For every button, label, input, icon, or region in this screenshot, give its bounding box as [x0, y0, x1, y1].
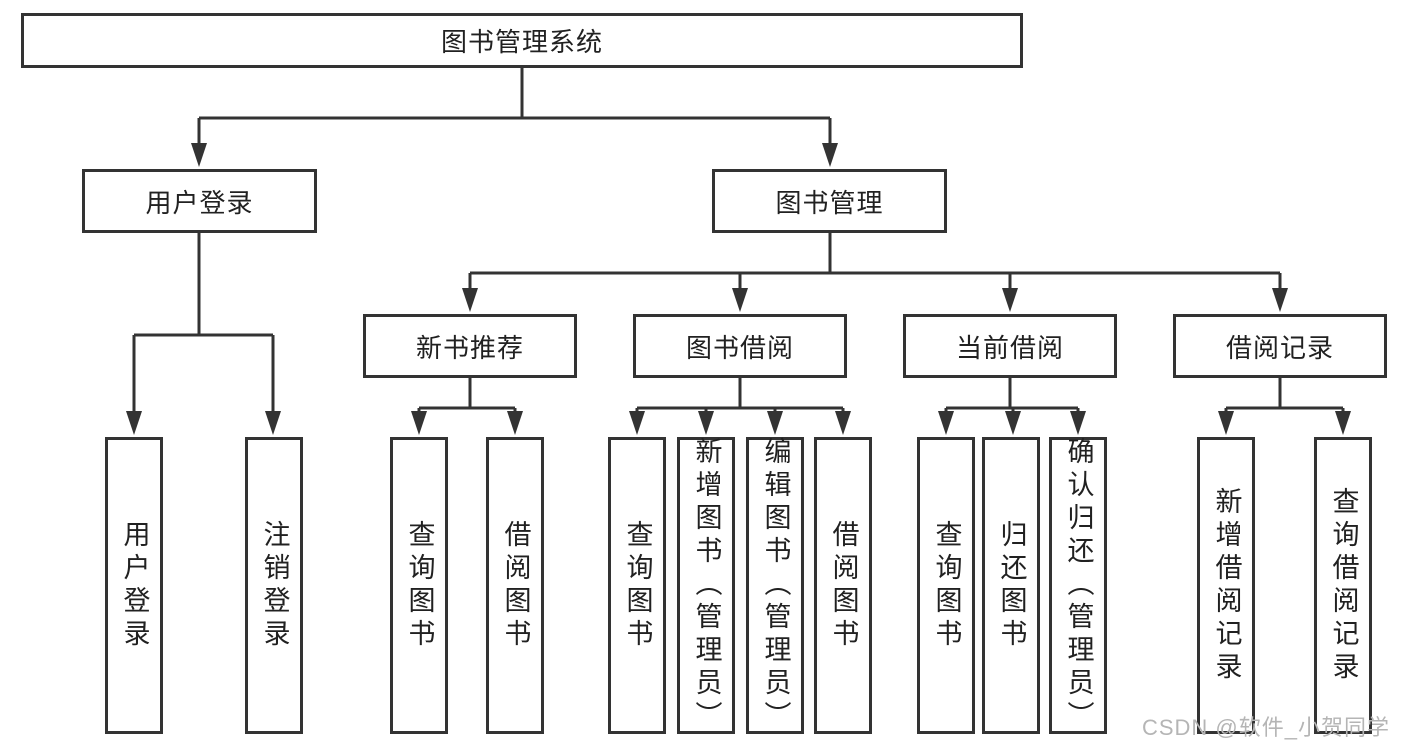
node-root-label: 图书管理系统	[440, 27, 603, 57]
leaf-user-login: 用户登录	[105, 437, 163, 734]
node-borrow-record: 借阅记录	[1173, 314, 1387, 378]
connector-user-login-subtree	[132, 233, 275, 413]
leaf-add-borrow-record-label: 新增借阅记录	[1211, 486, 1242, 685]
leaf-return-books: 归还图书	[982, 437, 1040, 734]
node-current-borrow-label: 当前借阅	[955, 332, 1064, 363]
leaf-edit-books-admin-label: 编辑图书（管理员）	[760, 437, 791, 734]
leaf-confirm-return-admin: 确认归还（管理员）	[1049, 437, 1107, 734]
arrowheads	[126, 143, 1351, 435]
leaf-add-books-admin: 新增图书（管理员）	[677, 437, 735, 734]
connector-book-borrow-subtree	[635, 378, 845, 413]
node-book-borrow-label: 图书借阅	[685, 332, 794, 363]
leaf-query-books-current: 查询图书	[917, 437, 975, 734]
node-user-login-label: 用户登录	[145, 187, 254, 218]
leaf-borrow-books-label: 借阅图书	[828, 519, 859, 652]
leaf-edit-books-admin: 编辑图书（管理员）	[746, 437, 804, 734]
leaf-borrow-books-rec-label: 借阅图书	[500, 519, 531, 652]
leaf-query-books-current-label: 查询图书	[931, 519, 962, 652]
leaf-add-books-admin-label: 新增图书（管理员）	[691, 437, 722, 734]
leaf-borrow-books: 借阅图书	[814, 437, 872, 734]
leaf-logout-label: 注销登录	[259, 519, 290, 652]
leaf-logout: 注销登录	[245, 437, 303, 734]
leaf-query-books-borrow: 查询图书	[608, 437, 666, 734]
node-new-book-rec-label: 新书推荐	[415, 332, 524, 363]
node-book-mgmt-label: 图书管理	[775, 187, 884, 218]
leaf-query-books-rec: 查询图书	[390, 437, 448, 734]
connector-borrow-record-subtree	[1224, 378, 1345, 413]
node-borrow-record-label: 借阅记录	[1225, 332, 1334, 363]
node-book-borrow: 图书借阅	[633, 314, 847, 378]
csdn-watermark: CSDN @软件_小贺同学	[1141, 715, 1390, 740]
connector-root-to-level1	[197, 68, 832, 145]
node-user-login: 用户登录	[82, 169, 317, 233]
leaf-return-books-label: 归还图书	[996, 519, 1027, 652]
node-current-borrow: 当前借阅	[903, 314, 1117, 378]
leaf-query-books-borrow-label: 查询图书	[622, 519, 653, 652]
leaf-add-borrow-record: 新增借阅记录	[1197, 437, 1255, 734]
node-book-mgmt: 图书管理	[712, 169, 947, 233]
connector-new-book-rec-subtree	[417, 378, 517, 413]
leaf-confirm-return-admin-label: 确认归还（管理员）	[1063, 437, 1094, 734]
connector-book-mgmt-to-level2	[468, 233, 1282, 290]
leaf-borrow-books-rec: 借阅图书	[486, 437, 544, 734]
leaf-query-borrow-record: 查询借阅记录	[1314, 437, 1372, 734]
node-new-book-rec: 新书推荐	[363, 314, 577, 378]
node-root: 图书管理系统	[21, 13, 1023, 68]
leaf-query-books-rec-label: 查询图书	[404, 519, 435, 652]
connector-current-borrow-subtree	[944, 378, 1080, 413]
leaf-query-borrow-record-label: 查询借阅记录	[1328, 486, 1359, 685]
leaf-user-login-label: 用户登录	[119, 519, 150, 652]
